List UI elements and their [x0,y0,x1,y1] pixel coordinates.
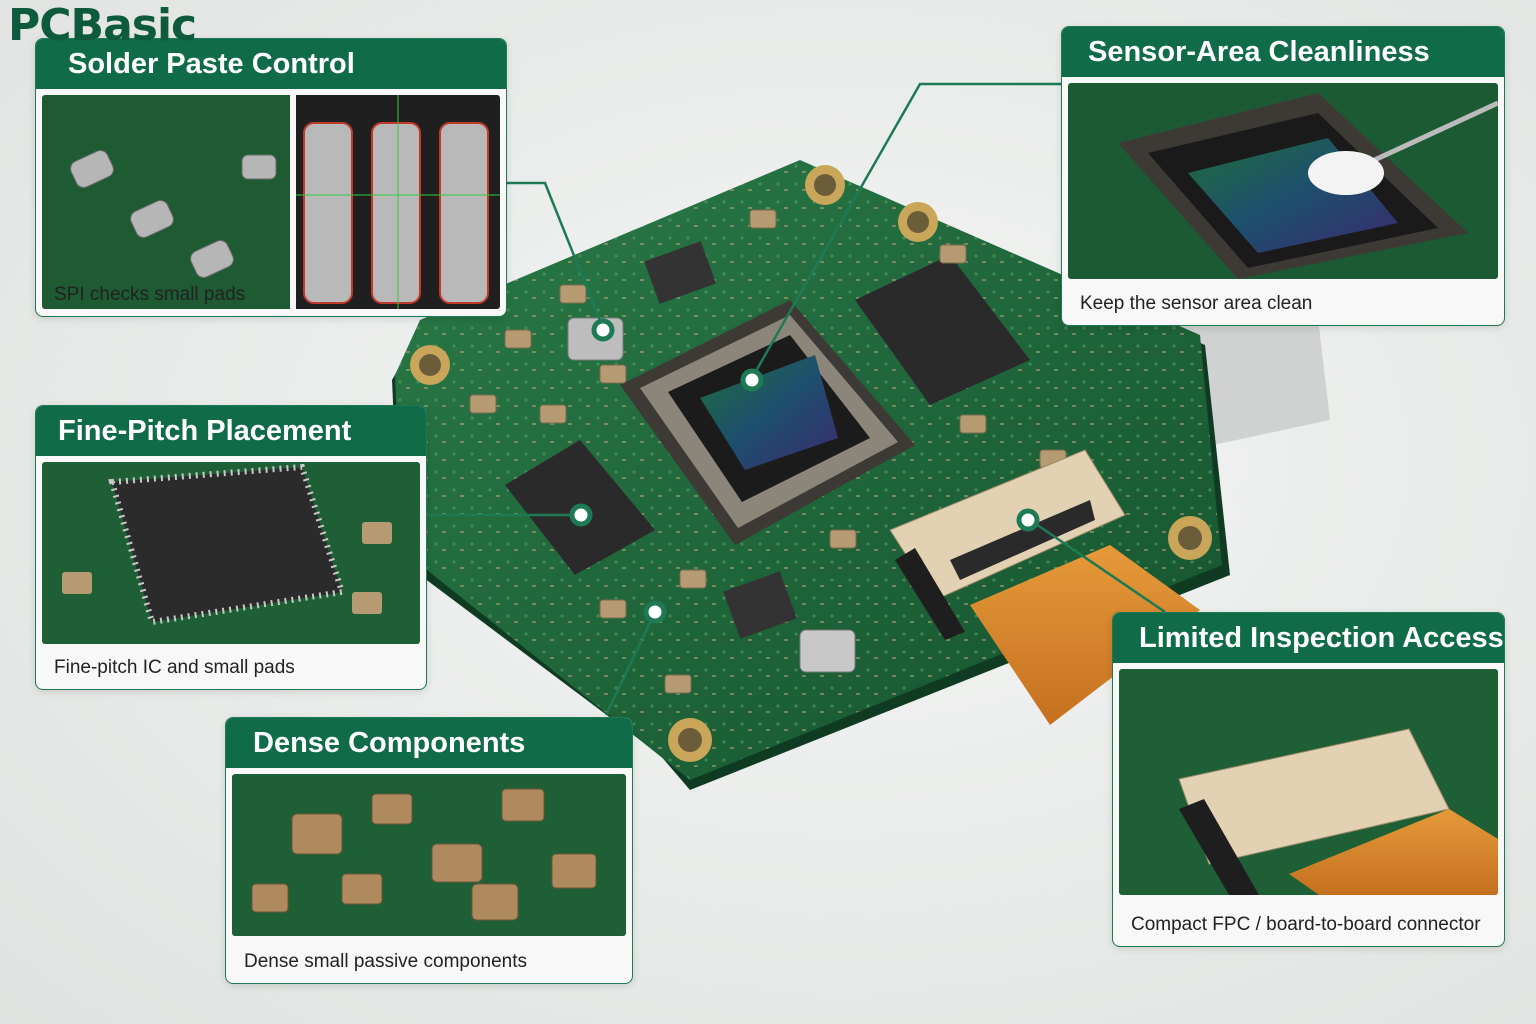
leader-markers [569,318,1040,624]
callout-title: Fine-Pitch Placement [36,406,426,456]
callout-caption: Dense small passive components [244,951,528,972]
callout-title: Solder Paste Control [36,39,506,89]
callout-title: Limited Inspection Access [1113,613,1504,663]
callout-caption: SPI checks small pads [54,284,246,305]
solder-paste-photo [42,95,500,309]
callout-caption: Compact FPC / board-to-board connector [1131,914,1481,935]
dense-components-photo [232,774,626,936]
pcbasic-logo: PCBasic [8,0,197,51]
callout-fine-pitch: Fine-Pitch Placement Fine-pitch IC and s… [35,405,427,690]
callout-limited-access: Limited Inspection Access Compact FPC / … [1112,612,1505,947]
leader-lines [425,82,1166,716]
sensor-cleaning-photo [1068,83,1498,279]
callout-caption: Fine-pitch IC and small pads [54,657,295,678]
callout-dense-components: Dense Components Dense small passive com… [225,717,633,984]
qfp-chip-right [855,255,1030,405]
small-ic [644,241,797,639]
fpc-connector [889,449,1126,640]
callout-sensor-cleanliness: Sensor-Area Cleanliness Keep the sensor … [1061,26,1505,326]
callout-solder-paste: Solder Paste Control SPI checks small pa… [35,38,507,317]
image-sensor [620,300,915,545]
passive-components [469,209,1067,694]
callout-title: Sensor-Area Cleanliness [1062,27,1504,77]
callout-title: Dense Components [226,718,632,768]
fpc-cable [970,545,1200,725]
fine-pitch-photo [42,462,420,644]
callout-caption: Keep the sensor area clean [1080,293,1313,314]
connector-photo [1119,669,1498,895]
